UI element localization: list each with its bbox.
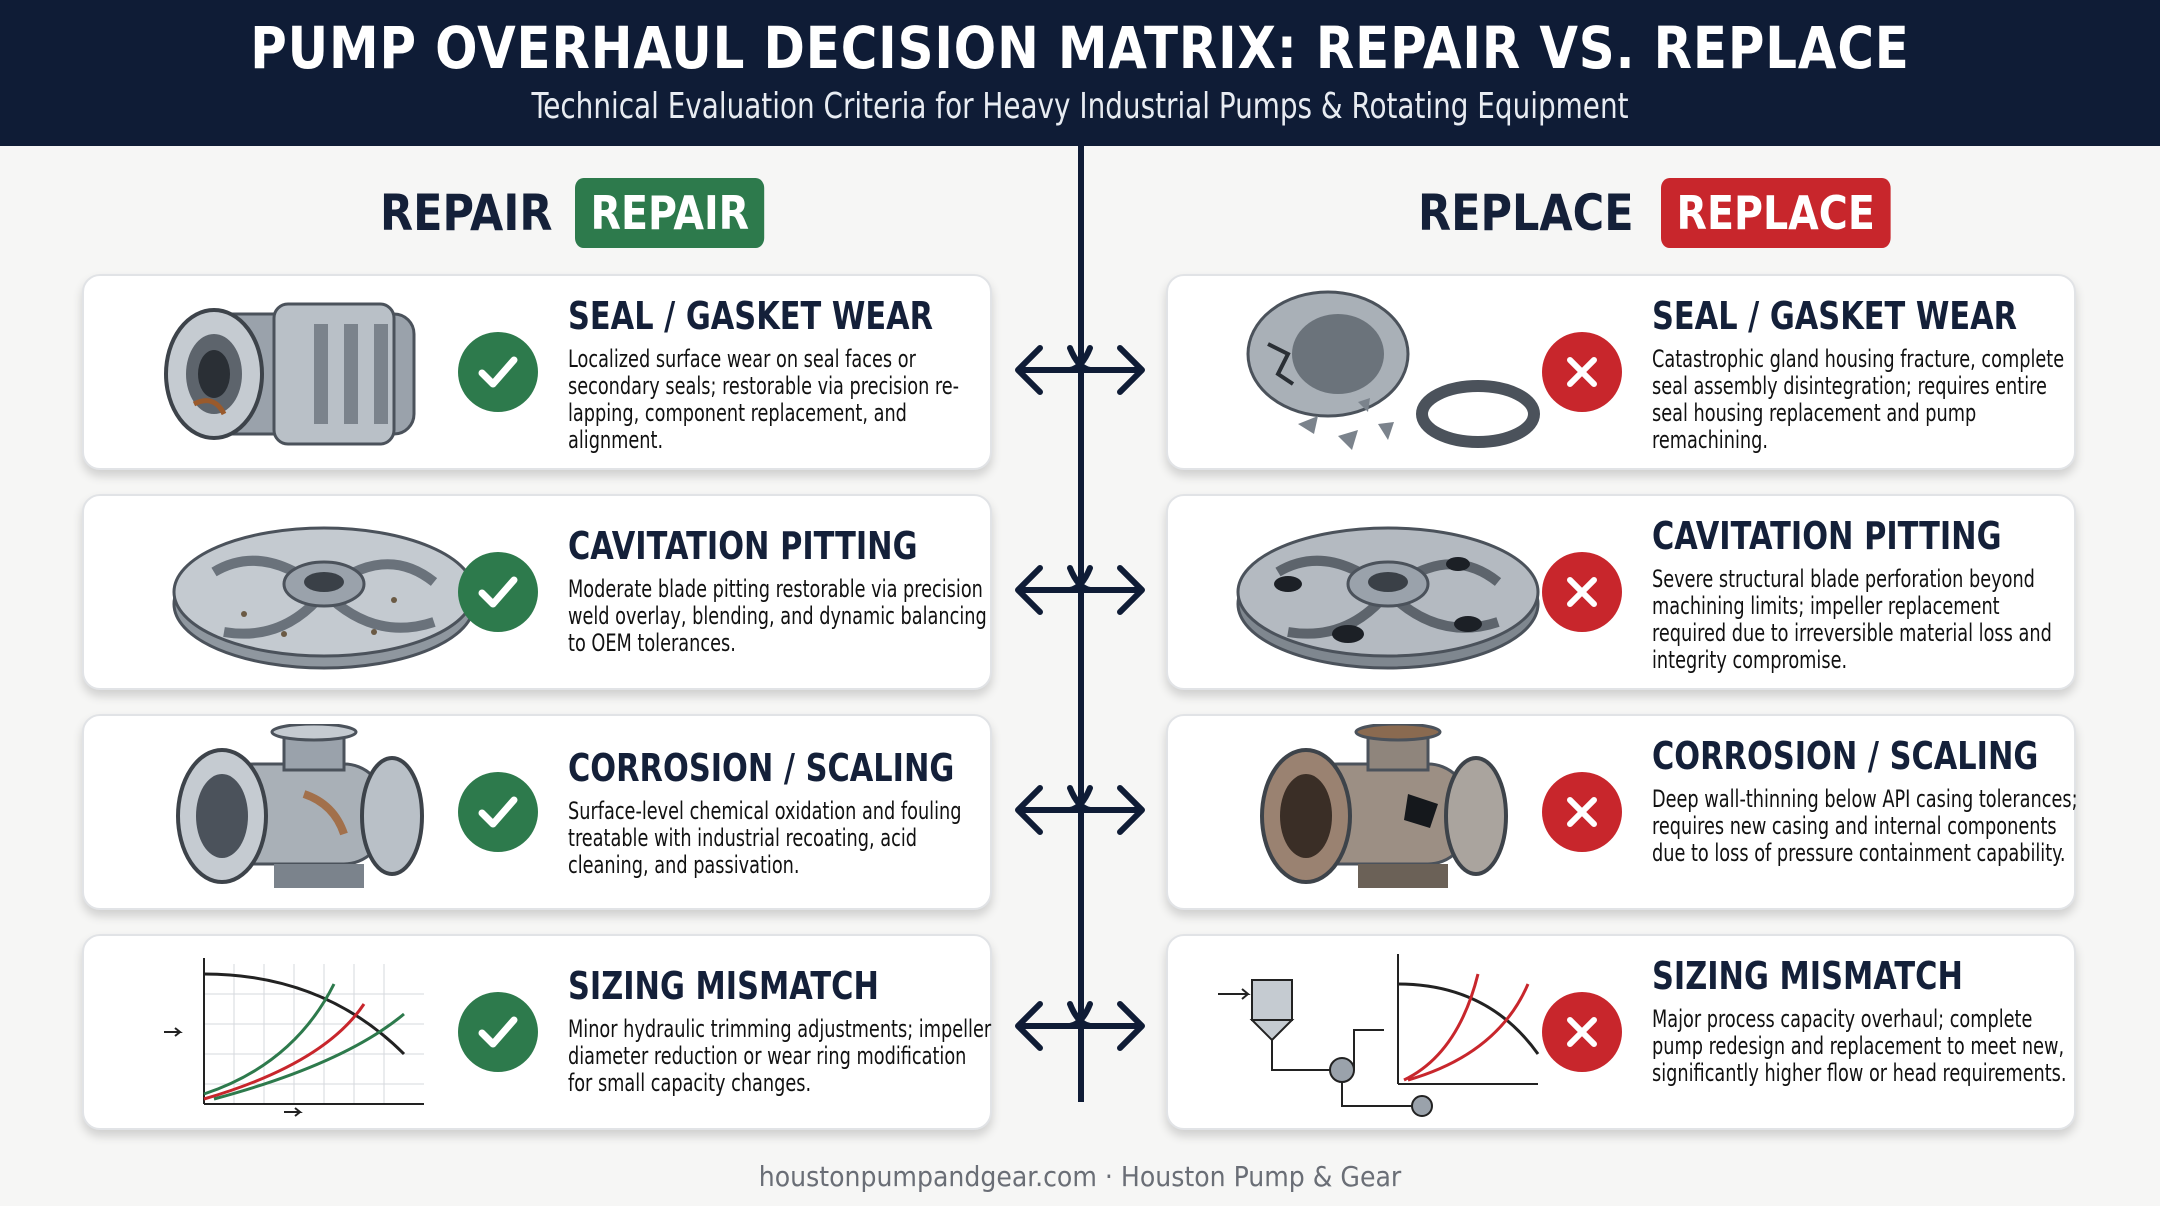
x-icon: [1542, 992, 1622, 1072]
pump-curve-chart-icon: [164, 958, 424, 1117]
replace-heading: REPLACE: [1418, 184, 1634, 242]
card-title: SIZING MISMATCH: [568, 964, 879, 1008]
double-arrow-icon: [1015, 345, 1145, 395]
card-title: SEAL / GASKET WEAR: [568, 294, 934, 338]
impeller-icon: [172, 526, 476, 670]
replace-card-cavitation: CAVITATION PITTING Severe structural bla…: [1166, 494, 2076, 690]
x-icon: [1542, 332, 1622, 412]
double-arrow-icon: [1015, 565, 1145, 615]
card-title: SIZING MISMATCH: [1652, 954, 1963, 998]
pump-casing-icon: [176, 724, 424, 888]
card-title: SEAL / GASKET WEAR: [1652, 294, 2018, 338]
card-description: Catastrophic gland housing fracture, com…: [1652, 345, 2065, 454]
double-arrow-icon: [1015, 785, 1145, 835]
check-icon: [458, 552, 538, 632]
card-description: Surface-level chemical oxidation and fou…: [568, 797, 962, 879]
card-description: Minor hydraulic trimming adjustments; im…: [568, 1015, 992, 1097]
replace-card-corrosion: CORROSION / SCALING Deep wall-thinning b…: [1166, 714, 2078, 910]
perforated-impeller-icon: [1236, 526, 1540, 670]
replace-pill: REPLACE: [1660, 178, 1891, 248]
card-description: Severe structural blade perforation beyo…: [1652, 565, 2052, 674]
check-icon: [458, 332, 538, 412]
card-description: Deep wall-thinning below API casing tole…: [1652, 785, 2078, 867]
card-title: CAVITATION PITTING: [568, 524, 918, 568]
repair-card-sizing: SIZING MISMATCH Minor hydraulic trimming…: [82, 934, 992, 1130]
repair-pill: REPAIR: [574, 178, 765, 248]
process-diagram-icon: [1218, 954, 1540, 1117]
card-description: Major process capacity overhaul; complet…: [1652, 1005, 2067, 1087]
repair-column-heading: REPAIR REPAIR: [380, 178, 795, 248]
repair-card-corrosion: CORROSION / SCALING Surface-level chemic…: [82, 714, 992, 910]
page-subtitle: Technical Evaluation Criteria for Heavy …: [531, 86, 1629, 127]
replace-column-heading: REPLACE REPLACE: [1418, 178, 1927, 248]
replace-card-seal: SEAL / GASKET WEAR Catastrophic gland ho…: [1166, 274, 2076, 470]
seal-assembly-icon: [164, 302, 416, 446]
card-description: Moderate blade pitting restorable via pr…: [568, 575, 987, 657]
double-arrow-icon: [1015, 1001, 1145, 1051]
replace-card-sizing: SIZING MISMATCH Major process capacity o…: [1166, 934, 2076, 1130]
corroded-casing-icon: [1260, 724, 1508, 888]
fractured-seal-icon: [1246, 290, 1540, 450]
card-description: Localized surface wear on seal faces or …: [568, 345, 960, 454]
page-title: PUMP OVERHAUL DECISION MATRIX: REPAIR VS…: [250, 14, 1910, 82]
repair-card-cavitation: CAVITATION PITTING Moderate blade pittin…: [82, 494, 992, 690]
center-divider: [1078, 146, 1084, 1102]
footer-credit: houstonpumpandgear.com · Houston Pump & …: [758, 1160, 1402, 1193]
x-icon: [1542, 552, 1622, 632]
repair-card-seal: SEAL / GASKET WEAR Localized surface wea…: [82, 274, 992, 470]
header-banner: PUMP OVERHAUL DECISION MATRIX: REPAIR VS…: [0, 0, 2160, 146]
x-icon: [1542, 772, 1622, 852]
card-title: CORROSION / SCALING: [1652, 734, 2039, 778]
card-title: CAVITATION PITTING: [1652, 514, 2002, 558]
check-icon: [458, 772, 538, 852]
check-icon: [458, 992, 538, 1072]
repair-heading: REPAIR: [380, 184, 553, 242]
card-title: CORROSION / SCALING: [568, 746, 955, 790]
